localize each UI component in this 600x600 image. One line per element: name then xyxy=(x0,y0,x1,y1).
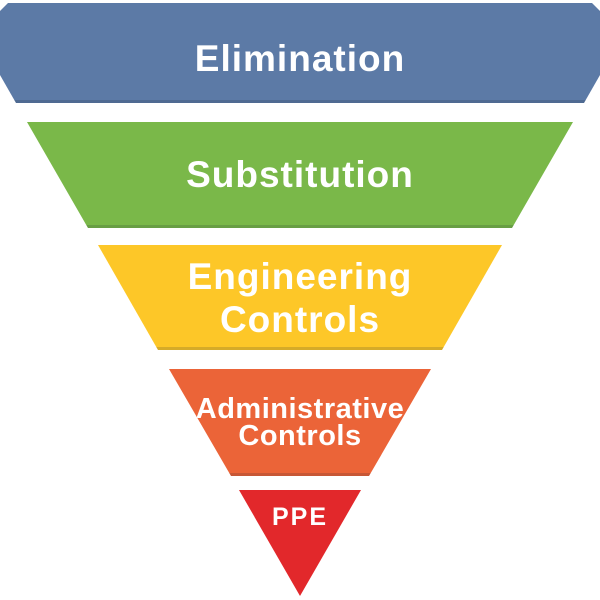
level-engineering-controls: Engineering Controls xyxy=(98,245,502,350)
level-administrative-controls: Administrative Controls xyxy=(169,369,431,476)
level-substitution: Substitution xyxy=(27,122,573,228)
level-elimination: Elimination xyxy=(0,3,600,103)
level-substitution-label: Substitution xyxy=(186,154,414,195)
level-elimination-label: Elimination xyxy=(194,38,406,79)
level-administrative-controls-label-line2: Controls xyxy=(238,419,362,452)
level-ppe-label: PPE xyxy=(271,503,329,531)
level-administrative-controls-label-line1: Administrative xyxy=(195,392,405,425)
level-engineering-controls-label-line1: Engineering xyxy=(187,255,413,297)
level-ppe: PPE xyxy=(239,490,361,596)
level-engineering-controls-label-line2: Controls xyxy=(219,298,381,340)
